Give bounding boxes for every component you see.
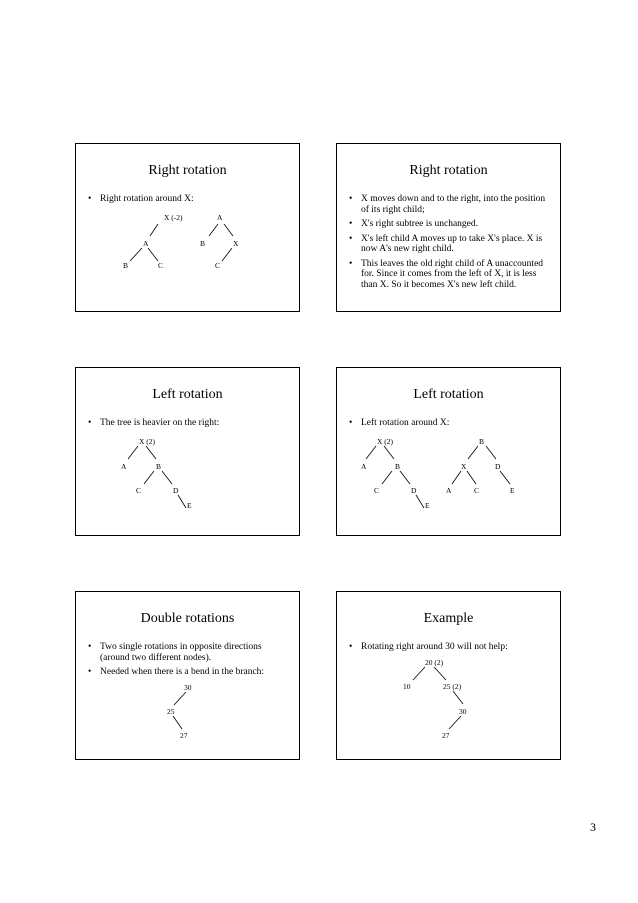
tree-node: B <box>479 437 484 446</box>
bullet-item: Rotating right around 30 will not help: <box>347 642 550 653</box>
tree-node: 20 (2) <box>425 658 444 667</box>
tree-node: D <box>411 486 417 495</box>
bullet-list: Left rotation around X: <box>347 418 550 433</box>
bullet-item: This leaves the old right child of A una… <box>347 259 550 291</box>
tree-node: 27 <box>442 731 450 740</box>
slide-title: Left rotation <box>413 387 484 402</box>
tree-node: 25 <box>167 707 175 716</box>
tree-node: B <box>395 462 400 471</box>
bent-branch-diagram: 30 25 27 <box>167 683 192 740</box>
tree-node: 10 <box>403 682 411 691</box>
slide-double-rotations: Double rotations Two single rotations in… <box>75 591 300 760</box>
slide-example: Example Rotating right around 30 will no… <box>336 591 561 760</box>
bullet-item: Left rotation around X: <box>347 418 550 429</box>
tree-node: 27 <box>180 731 188 740</box>
tree-node: C <box>374 486 379 495</box>
tree-node: B <box>123 261 128 270</box>
bullet-list: Two single rotations in opposite directi… <box>86 642 289 682</box>
slide-right-rotation-2: Right rotation X moves down and to the r… <box>336 143 561 312</box>
left-rotation-diagram: X (2) A B C D E B X D A C E <box>361 437 515 510</box>
slide-right-rotation-1: Right rotation Right rotation around X: … <box>75 143 300 312</box>
tree-node: E <box>425 501 430 510</box>
tree-node: A <box>217 213 223 222</box>
tree-node: X <box>233 239 239 248</box>
bullet-item: X's right subtree is unchanged. <box>347 219 550 230</box>
bullet-item: Needed when there is a bend in the branc… <box>86 667 289 678</box>
bullet-list: X moves down and to the right, into the … <box>347 194 550 294</box>
slide-title: Left rotation <box>152 387 223 402</box>
tree-node: 25 (2) <box>443 682 462 691</box>
tree-node: C <box>474 486 479 495</box>
page-number: 3 <box>590 820 596 834</box>
slide-title: Example <box>423 611 474 626</box>
bullet-item: Right rotation around X: <box>86 194 289 205</box>
tree-node: C <box>158 261 163 270</box>
example-tree-diagram: 20 (2) 10 25 (2) 30 27 <box>403 658 467 740</box>
tree-node: X <box>461 462 467 471</box>
tree-node: 30 <box>459 707 467 716</box>
bullet-list: The tree is heavier on the right: <box>86 418 289 433</box>
tree-node: X (-2) <box>164 213 183 222</box>
bullet-list: Rotating right around 30 will not help: <box>347 642 550 657</box>
heavy-right-tree-diagram: X (2) A B C D E <box>121 437 192 510</box>
bullet-item: X's left child A moves up to take X's pl… <box>347 234 550 255</box>
bullet-item: Two single rotations in opposite directi… <box>86 642 289 663</box>
tree-node: B <box>156 462 161 471</box>
bullet-list: Right rotation around X: <box>86 194 289 209</box>
slide-left-rotation-1: Left rotation The tree is heavier on the… <box>75 367 300 536</box>
tree-node: A <box>143 239 149 248</box>
tree-node: A <box>446 486 452 495</box>
slide-left-rotation-2: Left rotation Left rotation around X: X … <box>336 367 561 536</box>
right-rotation-diagram: X (-2) A B C A B X C <box>123 213 239 270</box>
tree-node: A <box>121 462 127 471</box>
tree-node: X (2) <box>139 437 156 446</box>
tree-node: E <box>510 486 515 495</box>
tree-node: X (2) <box>377 437 394 446</box>
tree-node: C <box>215 261 220 270</box>
tree-node: E <box>187 501 192 510</box>
slide-title: Right rotation <box>409 163 488 178</box>
tree-node: C <box>136 486 141 495</box>
tree-node: 30 <box>184 683 192 692</box>
tree-node: D <box>173 486 179 495</box>
tree-node: D <box>495 462 501 471</box>
slide-title: Right rotation <box>148 163 227 178</box>
bullet-item: X moves down and to the right, into the … <box>347 194 550 215</box>
bullet-item: The tree is heavier on the right: <box>86 418 289 429</box>
slide-title: Double rotations <box>140 611 235 626</box>
tree-node: B <box>200 239 205 248</box>
tree-node: A <box>361 462 367 471</box>
